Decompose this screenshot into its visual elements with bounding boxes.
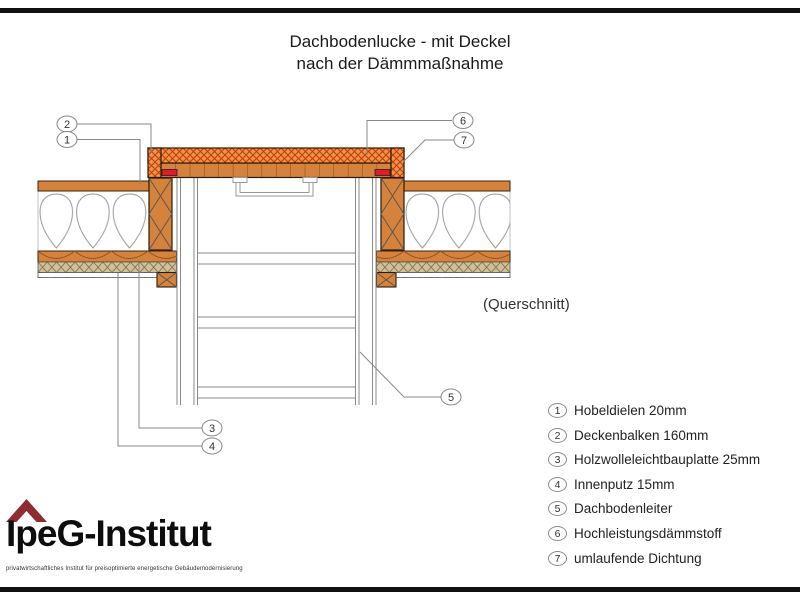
callout-2: 2 <box>56 115 78 133</box>
frame-foot-left <box>156 271 178 288</box>
ceiling-section-left <box>37 177 178 288</box>
title-line-2: nach der Dämmmaßnahme <box>296 54 504 73</box>
callout-5: 5 <box>440 388 462 406</box>
cavity-insulation-left <box>37 190 150 252</box>
leader-3 <box>138 263 202 429</box>
umlaufende-dichtung-seal-left <box>161 169 178 176</box>
ladder-rung <box>197 252 356 265</box>
lid-plank-layer <box>160 162 392 179</box>
legend-number-badge: 6 <box>548 525 567 541</box>
callout-7: 7 <box>453 131 475 149</box>
callout-6: 6 <box>452 112 474 129</box>
legend-label: Innenputz 15mm <box>574 476 675 492</box>
legend-item: 2 Deckenbalken 160mm <box>548 427 760 443</box>
deckenbalken-joist-right <box>380 177 405 251</box>
legend-label: Dachbodenleiter <box>574 501 673 517</box>
insulation-scallops-left <box>38 251 177 259</box>
ladder-rung <box>197 386 356 399</box>
svg-text:1: 1 <box>64 134 70 146</box>
svg-text:3: 3 <box>209 423 215 435</box>
legend-item: 7 umlaufende Dichtung <box>548 550 760 566</box>
callout-3: 3 <box>201 419 223 437</box>
title-line-1: Dachbodenlucke - mit Deckel <box>289 32 511 51</box>
hochleistungsdaemmstoff-lid-insulation <box>147 147 405 164</box>
legend-label: Hochleistungsdämmstoff <box>574 525 722 541</box>
legend-number-badge: 5 <box>548 501 567 517</box>
svg-text:5: 5 <box>448 392 454 404</box>
holzwolleleichtbauplatte-right <box>376 261 511 273</box>
legend-number-badge: 2 <box>548 427 567 443</box>
leader-2 <box>77 123 152 152</box>
leader-4 <box>117 273 202 447</box>
leader-7 <box>402 139 454 163</box>
leader-6 <box>366 120 452 153</box>
logo-roof-icon <box>6 499 47 522</box>
hobeldielen-floorboard-left <box>37 180 150 192</box>
deckenbalken-joist-left <box>148 177 173 251</box>
legend-label: Hobeldielen 20mm <box>574 403 687 418</box>
lid-handle <box>232 177 318 197</box>
legend-item: 4 Innenputz 15mm <box>548 476 760 492</box>
page-border-top <box>0 8 800 13</box>
legend-item: 3 Holzwolleleichtbauplatte 25mm <box>548 452 761 468</box>
cavity-insulation-right <box>403 190 511 252</box>
umlaufende-dichtung-seal-right <box>374 169 391 176</box>
callout-1: 1 <box>56 131 78 148</box>
legend-item: 6 Hochleistungsdämmstoff <box>548 525 760 541</box>
leader-5 <box>359 351 441 398</box>
legend-label: umlaufende Dichtung <box>574 550 702 566</box>
legend-number-badge: 3 <box>548 452 567 468</box>
callout-bubbles: 2 1 3 4 5 6 7 <box>56 112 475 455</box>
svg-text:4: 4 <box>209 441 215 453</box>
frame-foot-right <box>375 271 397 288</box>
svg-text:6: 6 <box>460 115 466 127</box>
page-border-bottom <box>0 587 800 592</box>
logo-tagline: privatwirtschaftliches Institut für prei… <box>6 566 243 572</box>
legend-number-badge: 1 <box>548 403 567 418</box>
svg-text:7: 7 <box>461 135 467 147</box>
svg-text:2: 2 <box>64 119 70 131</box>
hatch-lid <box>147 147 405 197</box>
insulation-scallops-right <box>376 251 510 259</box>
leader-1 <box>77 139 141 184</box>
legend-label: Deckenbalken 160mm <box>574 427 709 443</box>
holzwolleleichtbauplatte-left <box>37 261 177 273</box>
hobeldielen-floorboard-right <box>403 180 511 192</box>
legend-label: Holzwolleleichtbauplatte 25mm <box>574 452 761 468</box>
legend-number-badge: 4 <box>548 476 567 492</box>
hatch-frame-lining <box>176 177 377 405</box>
legend: 1 Hobeldielen 20mm 2 Deckenbalken 160mm … <box>548 403 760 575</box>
drawing-title: Dachbodenlucke - mit Deckel nach der Däm… <box>0 31 800 75</box>
legend-number-badge: 7 <box>548 550 567 566</box>
callout-4: 4 <box>201 437 223 455</box>
logo-wordmark: IpeG-Institut <box>6 513 212 554</box>
ladder-rung <box>197 316 356 329</box>
legend-item: 5 Dachbodenleiter <box>548 501 760 517</box>
lid-insulation-cap-right <box>390 147 405 179</box>
legend-item: 1 Hobeldielen 20mm <box>548 403 760 418</box>
section-view-label: (Querschnitt) <box>483 296 570 313</box>
lid-insulation-cap-left <box>147 147 162 179</box>
ceiling-section-right <box>375 177 511 288</box>
innenputz-right <box>395 272 511 278</box>
callout-leader-lines <box>77 120 454 447</box>
dachbodenleiter-ladder <box>193 177 360 405</box>
